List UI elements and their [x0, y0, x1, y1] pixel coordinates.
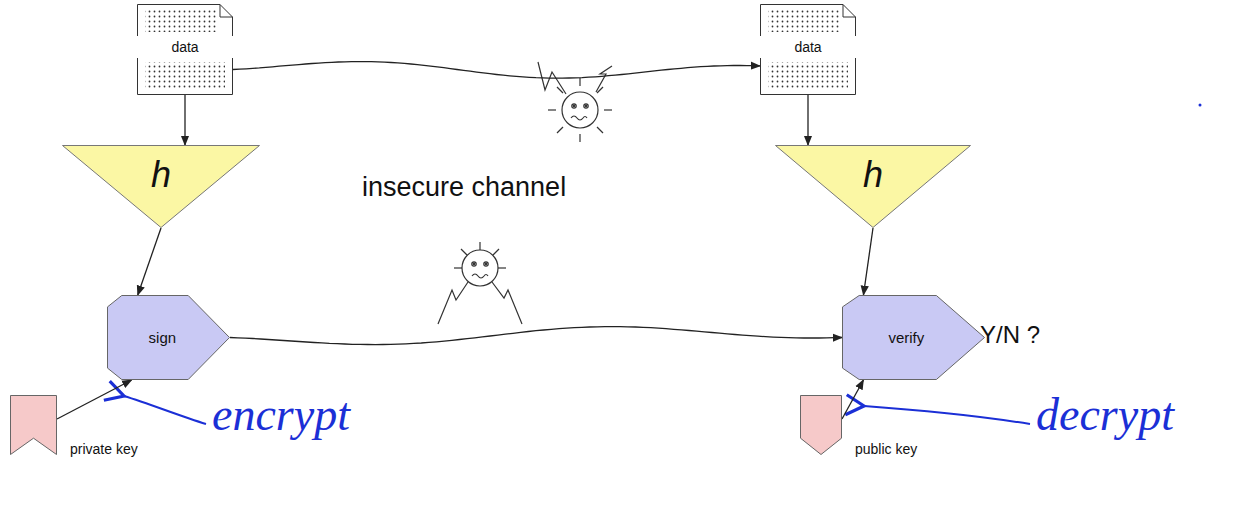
- node-label: data: [760, 36, 856, 58]
- handwritten-note: encrypt: [212, 388, 350, 441]
- data-document: data: [137, 4, 233, 95]
- key-shape: [10, 395, 57, 455]
- flow-arrow: [863, 228, 873, 295]
- key-label: private key: [70, 440, 138, 458]
- virus-icon: [438, 242, 522, 324]
- channel-arrow: [233, 62, 760, 79]
- result-label: Y/N ?: [980, 321, 1040, 349]
- channel-arrow: [230, 327, 842, 345]
- node-label: h: [62, 155, 260, 195]
- virus-icon: [538, 62, 612, 142]
- hash-function: h: [62, 145, 260, 228]
- key-label: public key: [855, 440, 917, 458]
- data-document: data: [760, 4, 856, 95]
- flow-arrow: [57, 380, 132, 419]
- flow-arrow: [807, 95, 808, 145]
- hash-function: h: [775, 145, 971, 228]
- key-icon: public key: [800, 395, 842, 455]
- node-label: h: [775, 155, 971, 195]
- ink-dot: [1199, 104, 1202, 107]
- key-icon: private key: [10, 395, 57, 455]
- node-label: sign: [107, 328, 218, 348]
- annotation-arrow: [864, 406, 1030, 424]
- node-label: verify: [842, 328, 971, 348]
- key-shape: [800, 395, 842, 455]
- annotation-arrow: [124, 396, 206, 424]
- handwritten-note: decrypt: [1036, 388, 1174, 441]
- flow-arrow: [842, 380, 863, 419]
- node-label: data: [137, 36, 233, 58]
- operation-box: sign: [107, 295, 230, 380]
- channel-label: insecure channel: [362, 172, 566, 203]
- operation-box: verify: [842, 295, 985, 380]
- flow-arrow: [184, 95, 185, 145]
- flow-arrow: [138, 228, 161, 295]
